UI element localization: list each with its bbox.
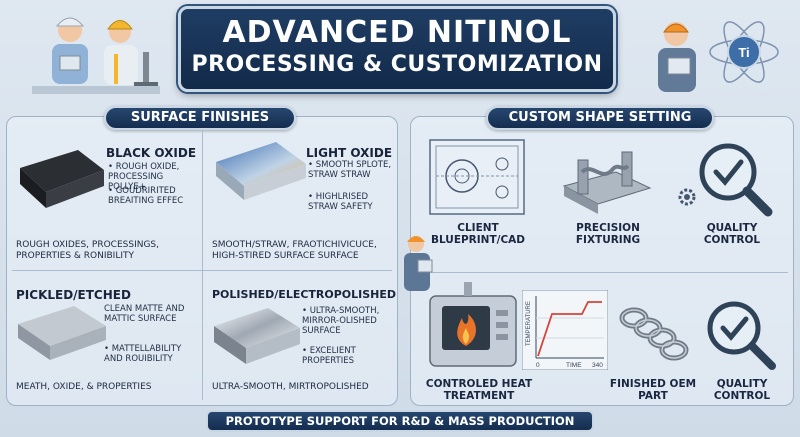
heat-treatment-graph: TEMPERATURE 0 TIME 340 — [522, 290, 608, 370]
fixture-icon — [562, 151, 652, 214]
finish-caption: ROUGH OXIDES, PROCESSINGS, PROPERTIES & … — [16, 240, 160, 261]
finish-name-polished: POLISHED/ELECTROPOLISHED — [212, 288, 397, 301]
finish-bullet: • ULTRA-SMOOTH, MIRROR-OLISHED SURFACE — [302, 306, 380, 336]
finish-bullet: • MATTELLABILITY AND ROUIBILITY — [104, 344, 182, 364]
magnifier-check-icon — [699, 143, 773, 217]
pickled-sample — [18, 306, 106, 360]
finish-caption: MEATH, OXIDE, & PROPERTIES — [16, 382, 152, 392]
black-oxide-sample — [20, 150, 104, 208]
gear-icon — [678, 188, 696, 206]
finish-bullet: • EXCELIENT PROPERTIES — [302, 346, 356, 366]
engineers-illustration — [32, 17, 160, 94]
engineer-atom-illustration: Ti — [658, 21, 779, 92]
surface-finishes-heading: SURFACE FINISHES — [104, 106, 296, 130]
finish-caption: ULTRA-SMOOTH, MIRTROPOLISHED — [212, 382, 369, 392]
finish-bullet: • SMOOTH SPLOTE, STRAW STRAW — [308, 160, 392, 180]
blueprint-icon — [429, 139, 525, 215]
title-line-1: ADVANCED NITINOL — [222, 15, 572, 50]
graph-ylabel: TEMPERATURE — [526, 301, 532, 346]
step-label: CLIENT BLUEPRINT/CAD — [430, 222, 526, 246]
finish-name-pickled: PICKLED/ETCHED — [16, 288, 131, 302]
graph-x-start: 0 — [536, 362, 540, 369]
step-label: QUALITY CONTROL — [713, 378, 771, 402]
finish-bullet: • GOUDRIRITED BREAITING EFFEC — [108, 186, 184, 206]
title-banner: ADVANCED NITINOL PROCESSING & CUSTOMIZAT… — [178, 6, 616, 92]
divider — [202, 130, 203, 400]
magnifier-check-icon — [707, 301, 776, 370]
finish-bullet: CLEAN MATTE AND MATTIC SURFACE — [104, 304, 185, 324]
finish-bullet: • HIGHLRISED STRAW SAFETY — [308, 192, 373, 212]
light-oxide-sample — [216, 142, 306, 200]
step-label: QUALITY CONTROL — [703, 222, 761, 246]
step-label: PRECISION FIXTURING — [575, 222, 641, 246]
step-label: FINISHED OEM PART — [609, 378, 697, 402]
divider — [416, 272, 788, 273]
polished-sample — [214, 308, 300, 364]
finish-name-light-oxide: LIGHT OXIDE — [306, 146, 393, 160]
finish-name-black-oxide: BLACK OXIDE — [106, 146, 197, 160]
finish-bullet: • ROUGH OXIDE, PROCESSING POLLYE+ — [108, 162, 180, 192]
footer-banner: PROTOTYPE SUPPORT FOR R&D & MASS PRODUCT… — [206, 410, 594, 432]
finish-caption: SMOOTH/STRAW, FRAOTICHIVICUCE, HIGH-STIR… — [212, 240, 377, 261]
title-line-2: PROCESSING & CUSTOMIZATION — [191, 52, 603, 77]
graph-x-end: 340 — [592, 362, 603, 369]
step-label: CONTROLED HEAT TREATMENT — [425, 378, 533, 402]
furnace-icon — [429, 282, 517, 367]
graph-xlabel: TIME — [566, 362, 582, 369]
spring-part-icon — [619, 307, 689, 361]
custom-shape-heading: CUSTOM SHAPE SETTING — [486, 106, 714, 130]
atom-label: Ti — [738, 45, 749, 60]
worker-illustration — [404, 236, 433, 291]
